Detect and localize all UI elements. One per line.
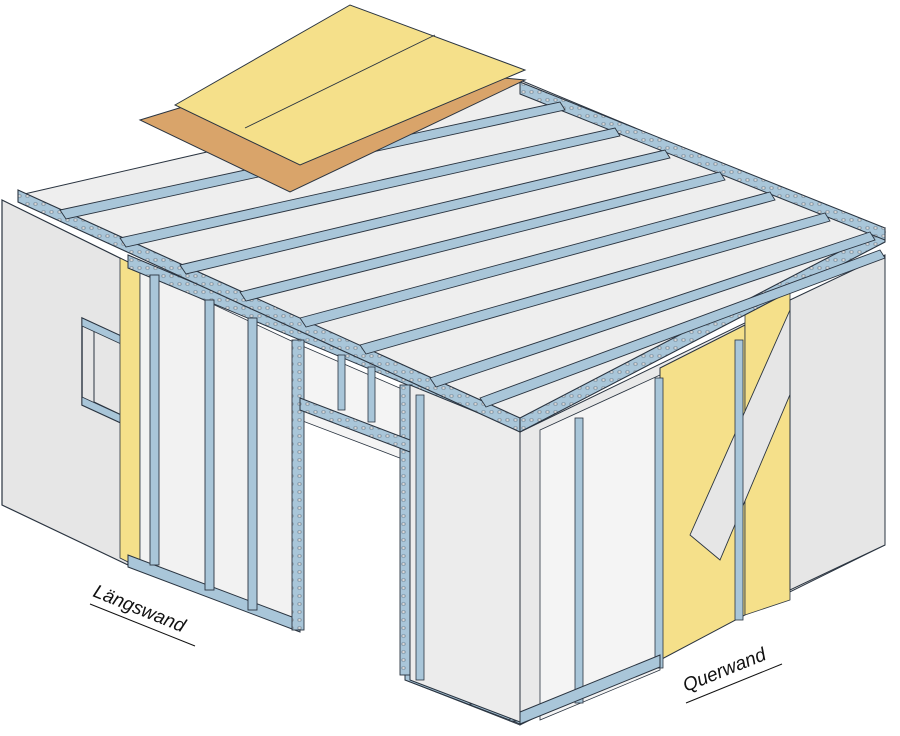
label-querwand: Querwand	[680, 644, 770, 697]
ceiling-joists	[17, 81, 886, 433]
stud	[247, 317, 258, 611]
joist	[429, 231, 876, 388]
edge-beam-back	[519, 81, 886, 241]
stud	[574, 417, 584, 704]
corner-board-panel	[409, 384, 521, 723]
transverse-wall-outer-board	[789, 254, 886, 591]
joist	[119, 127, 621, 248]
joist	[239, 171, 726, 302]
joist	[179, 149, 671, 275]
joist	[299, 191, 776, 328]
label-laengswand-underline	[89, 603, 196, 647]
edge-beam-right	[519, 227, 886, 433]
transverse-wall-interior	[539, 374, 661, 721]
door-header-stud	[337, 354, 346, 411]
floor-boards	[138, 4, 527, 193]
joist	[359, 212, 831, 355]
stud	[204, 299, 215, 591]
joist	[479, 249, 886, 408]
longitudinal-wall-insulation	[119, 257, 141, 569]
transverse-bottom-plate	[519, 654, 661, 725]
front-bottom-plate-left	[127, 554, 301, 633]
label-laengswand: Längswand	[90, 581, 189, 637]
door-header-stud	[367, 366, 376, 423]
label-querwand-underline	[685, 663, 783, 704]
insulation-board-seam	[244, 34, 436, 129]
stud	[149, 274, 160, 566]
stud	[734, 339, 744, 621]
transverse-wall	[519, 194, 886, 726]
stud	[654, 377, 664, 669]
corner-stud	[415, 394, 425, 681]
door-stud	[291, 339, 305, 631]
insulation-board	[173, 4, 527, 166]
